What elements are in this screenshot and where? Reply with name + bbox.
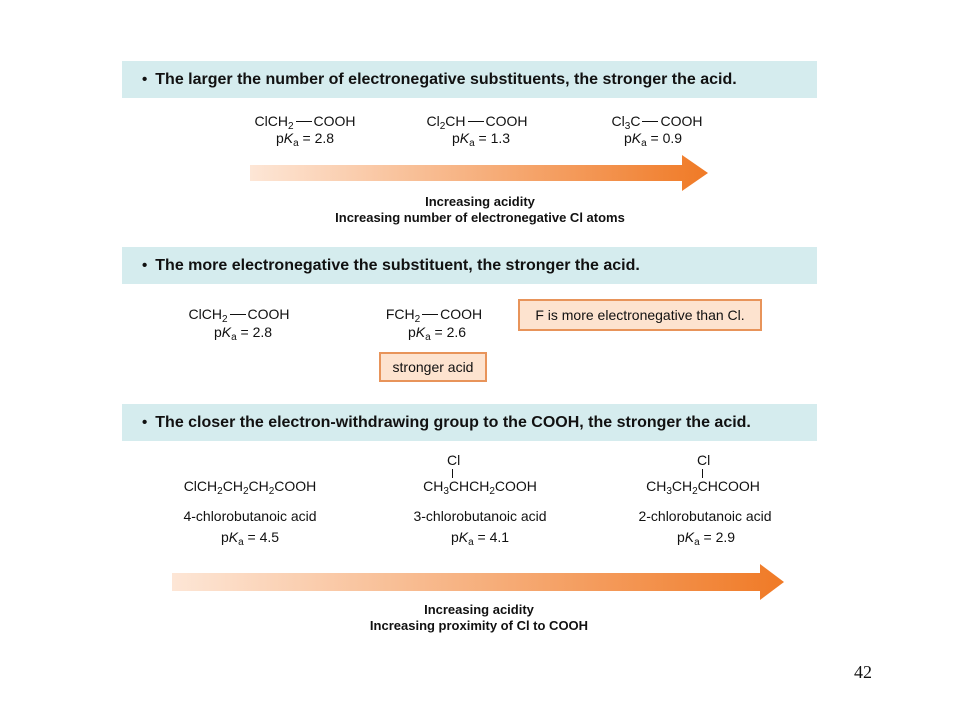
section1-heading: The larger the number of electronegative…: [155, 70, 737, 88]
arrow1-caption: Increasing acidity Increasing number of …: [250, 194, 710, 226]
caption-line: Increasing acidity: [424, 602, 534, 617]
4-chlorobutanoic-acid-formula: ClCH2CH2CH2COOH: [183, 478, 317, 497]
caption-line: Increasing acidity: [425, 194, 535, 209]
4-chlorobutanoic-acid-pka: pKa = 4.5: [220, 529, 280, 548]
dichloroacetic-acid-pka: pKa = 1.3: [451, 130, 511, 149]
3-chlorobutanoic-acid-name: 3-chlorobutanoic acid: [413, 508, 547, 524]
increasing-acidity-arrow-1: [250, 155, 708, 191]
electronegativity-note: F is more electronegative than Cl.: [518, 299, 762, 331]
fluoroacetic-acid-pka: pKa = 2.6: [407, 324, 467, 343]
substituent-bond: [702, 469, 703, 478]
caption-line: Increasing proximity of Cl to COOH: [369, 618, 589, 633]
section2-heading: The more electronegative the substituent…: [155, 256, 640, 274]
trichloroacetic-acid-pka: pKa = 0.9: [623, 130, 683, 149]
4-chlorobutanoic-acid-name: 4-chlorobutanoic acid: [183, 508, 317, 524]
3-chlorobutanoic-acid-pka: pKa = 4.1: [450, 529, 510, 548]
3-chlorobutanoic-acid-formula: CH3CHCH2COOH: [423, 478, 537, 497]
section1-banner: • The larger the number of electronegati…: [122, 61, 817, 98]
stronger-acid-label: stronger acid: [379, 352, 487, 382]
2-chlorobutanoic-acid-pka: pKa = 2.9: [676, 529, 736, 548]
chloroacetic-acid-pka-2: pKa = 2.8: [213, 324, 273, 343]
chloroacetic-acid-pka: pKa = 2.8: [275, 130, 335, 149]
stronger-acid-text: stronger acid: [392, 359, 474, 375]
bullet: •: [142, 71, 148, 88]
chlorine-substituent: Cl: [447, 452, 461, 468]
increasing-acidity-arrow-2: [172, 564, 784, 600]
section3-banner: • The closer the electron-withdrawing gr…: [122, 404, 817, 441]
caption-line: Increasing number of electronegative Cl …: [335, 210, 625, 225]
bullet: •: [142, 257, 148, 274]
page-number: 42: [854, 662, 872, 682]
arrow2-caption: Increasing acidity Increasing proximity …: [172, 602, 786, 634]
2-chlorobutanoic-acid-formula: CH3CH2CHCOOH: [646, 478, 760, 497]
2-chlorobutanoic-acid-name: 2-chlorobutanoic acid: [638, 508, 772, 524]
electronegativity-note-text: F is more electronegative than Cl.: [535, 307, 745, 323]
chlorine-substituent: Cl: [697, 452, 711, 468]
section2-banner: • The more electronegative the substitue…: [122, 247, 817, 284]
substituent-bond: [452, 469, 453, 478]
bullet: •: [142, 414, 148, 431]
section3-heading: The closer the electron-withdrawing grou…: [155, 413, 751, 431]
